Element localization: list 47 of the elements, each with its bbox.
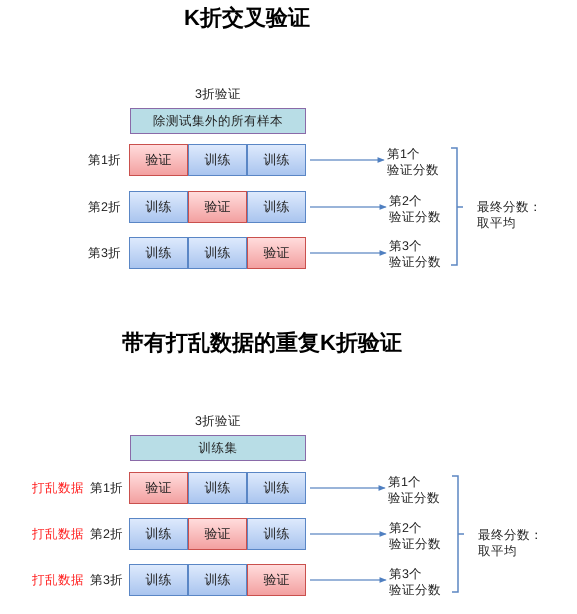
score-text: 第2个验证分数 [389,193,443,225]
data-box: 除测试集外的所有样本 [130,108,306,134]
final-score-text: 最终分数：取平均 [477,199,543,231]
arrow [310,577,387,583]
shuffle-label: 打乱数据 [32,526,84,542]
training-block: 训练 [247,518,306,550]
box-heading: 3折验证 [195,87,241,101]
score-text: 第1个验证分数 [388,474,442,506]
training-block: 训练 [188,144,247,176]
training-block: 训练 [129,518,188,550]
final-score-text: 最终分数：取平均 [478,527,544,559]
training-block: 训练 [188,564,247,596]
validation-block: 验证 [188,518,247,550]
validation-block: 验证 [188,191,247,223]
fold-label: 第3折 [90,572,123,588]
arrow [310,250,387,256]
training-block: 训练 [247,472,306,504]
fold-label: 第2折 [88,199,121,215]
arrow [310,485,386,491]
validation-block: 验证 [129,472,188,504]
training-block: 训练 [188,237,247,269]
title: K折交叉验证 [184,4,310,32]
training-block: 训练 [188,472,247,504]
score-text: 第3个验证分数 [389,566,443,598]
arrow [310,531,387,537]
score-text: 第1个验证分数 [387,146,441,178]
training-block: 训练 [247,144,306,176]
shuffle-label: 打乱数据 [32,480,84,496]
score-text: 第3个验证分数 [389,238,443,270]
arrow [310,204,387,210]
data-box: 训练集 [130,435,306,461]
validation-block: 验证 [247,237,306,269]
box-heading: 3折验证 [195,414,241,428]
section-heading: 带有打乱数据的重复K折验证 [122,329,402,357]
fold-label: 第1折 [90,480,123,496]
training-block: 训练 [247,191,306,223]
fold-label: 第3折 [88,245,121,261]
score-text: 第2个验证分数 [389,520,443,552]
fold-label: 第2折 [90,526,123,542]
validation-block: 验证 [247,564,306,596]
arrow [310,157,385,163]
training-block: 训练 [129,191,188,223]
training-block: 训练 [129,564,188,596]
training-block: 训练 [129,237,188,269]
validation-block: 验证 [129,144,188,176]
shuffle-label: 打乱数据 [32,572,84,588]
fold-label: 第1折 [88,152,121,168]
